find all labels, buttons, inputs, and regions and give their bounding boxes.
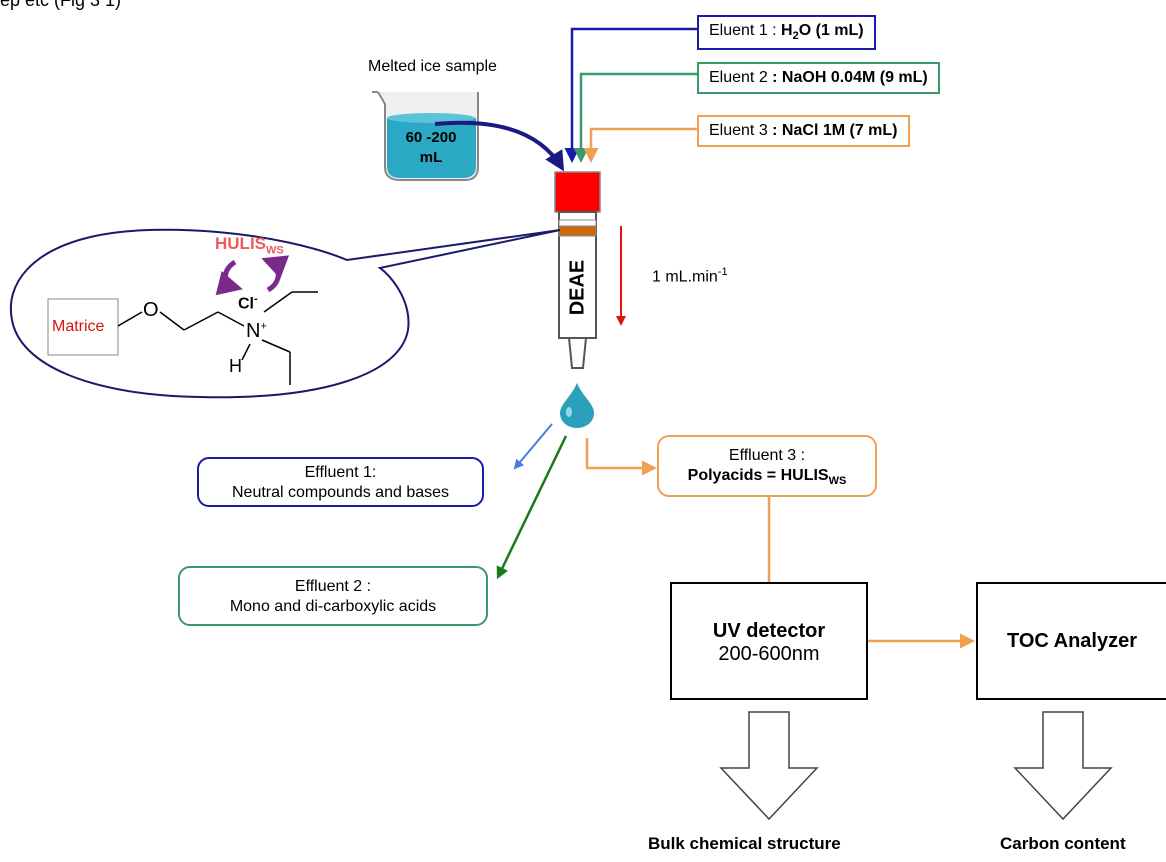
column-label: DEAE	[566, 259, 589, 316]
eluent2-line	[573, 72, 697, 163]
eluent3-prefix: Eluent 3	[709, 122, 773, 139]
exchange-arrow-left	[215, 259, 243, 296]
uv-output-arrow	[719, 711, 819, 821]
eluent3-reagent: : NaCl 1M (7 mL)	[772, 122, 898, 139]
effluent3-arrow	[585, 438, 657, 476]
chloride-charge: -	[254, 293, 258, 305]
sample-volume-line1: 60 -200	[405, 129, 457, 146]
effluent1-box: Effluent 1: Neutral compounds and bases	[197, 457, 484, 507]
eluent1-prefix: Eluent 1 :	[709, 22, 782, 39]
hydrogen-label: H	[229, 356, 242, 376]
effluent2-arrow	[496, 435, 568, 580]
eluent2-box: Eluent 2 : NaOH 0.04M (9 mL)	[697, 62, 940, 94]
effluent1-arrow	[513, 423, 553, 470]
effluent3-title: Effluent 3 :	[728, 447, 806, 464]
beaker-icon	[372, 91, 479, 181]
nitrogen-label: N+	[246, 320, 267, 343]
eluent3-box: Eluent 3 : NaCl 1M (7 mL)	[697, 115, 910, 147]
effluent3-box: Effluent 3 : Polyacids = HULISWS	[657, 435, 877, 497]
uv-detector-box: UV detector 200-600nm	[670, 582, 868, 700]
nitrogen-text: N	[246, 320, 261, 342]
flow-rate-exp: -1	[717, 266, 728, 278]
uv-detector-title: UV detector	[712, 620, 826, 642]
hulis-label: HULISWS	[215, 234, 284, 256]
hulis-sub: WS	[266, 244, 284, 257]
drop-icon	[560, 383, 594, 428]
clipped-caption: ep etc (Fig 3 1)	[0, 0, 122, 10]
eluent2-reagent: : NaOH 0.04M (9 mL)	[772, 69, 928, 86]
sample-volume-line2: mL	[419, 149, 443, 167]
eluent2-prefix: Eluent 2	[709, 69, 773, 86]
flow-rate-value: 1 mL.min	[652, 268, 718, 286]
eluent1-formula: H	[781, 22, 793, 39]
eluent1-formula-sub: 2	[792, 30, 799, 43]
chloride-label: Cl-	[238, 293, 258, 313]
deae-column	[554, 171, 601, 369]
toc-output-arrow	[1013, 711, 1113, 821]
molecule-structure	[47, 291, 318, 385]
flow-rate: 1 mL.min-1	[652, 266, 728, 286]
effluent3-sub: WS	[828, 475, 847, 488]
uv-output-label: Bulk chemical structure	[648, 834, 841, 853]
effluent2-text: Mono and di-carboxylic acids	[229, 598, 437, 615]
hulis-text: HULIS	[215, 234, 266, 253]
sample-volume: 60 -200 mL	[390, 128, 472, 169]
eluent1-box: Eluent 1 : H2O (1 mL)	[697, 15, 876, 51]
effluent1-text: Neutral compounds and bases	[231, 484, 450, 501]
eluent1-amount: O (1 mL)	[798, 22, 864, 39]
molecule-bubble	[9, 228, 561, 399]
effluent2-title: Effluent 2 :	[294, 578, 372, 595]
sample-arrow	[434, 120, 565, 172]
chloride-text: Cl	[238, 295, 254, 313]
eluent1-line	[564, 27, 697, 163]
nitrogen-charge: +	[260, 320, 267, 333]
toc-analyzer-title: TOC Analyzer	[1006, 630, 1138, 652]
effluent2-box: Effluent 2 : Mono and di-carboxylic acid…	[178, 566, 488, 626]
sample-label: Melted ice sample	[368, 58, 497, 75]
exchange-arrow-right	[261, 255, 290, 293]
uv-detector-range: 200-600nm	[718, 643, 820, 665]
eluent3-line	[583, 127, 697, 163]
matrix-label: Matrice	[52, 318, 105, 335]
effluent1-title: Effluent 1:	[304, 464, 377, 481]
toc-analyzer-box: TOC Analyzer	[976, 582, 1166, 700]
effluent3-text: Polyacids = HULIS	[687, 467, 829, 484]
oxygen-label: O	[143, 299, 159, 321]
toc-output-label: Carbon content	[1000, 834, 1126, 853]
